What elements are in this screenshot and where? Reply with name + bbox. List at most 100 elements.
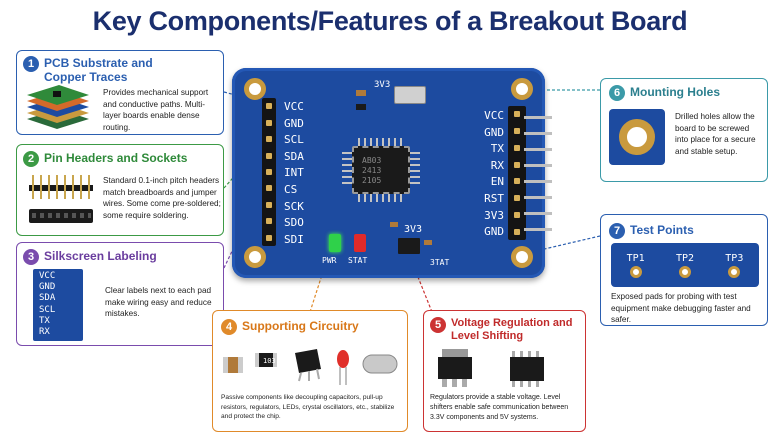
top-silk-label: 3V3 [374, 80, 391, 90]
pin-label: 3V3 [484, 208, 504, 222]
smd-component [356, 104, 366, 110]
pin-label: INT [284, 166, 304, 180]
chip-marking-line: AB03 [362, 156, 382, 165]
voltage-regulator [398, 238, 420, 254]
pin-label: SDA [284, 149, 304, 163]
silkscreen-label: GND [39, 282, 56, 293]
mounting-hole [244, 246, 266, 268]
test-point-pad [629, 265, 642, 278]
callout-title: Pin Headers and Sockets [44, 151, 188, 165]
pin-label: SCK [284, 199, 304, 213]
header-pin [524, 196, 552, 199]
header-pin [524, 212, 552, 215]
component-images [223, 349, 398, 385]
callout-number: 3 [23, 249, 39, 265]
test-points-image: TP1 TP2 TP3 [611, 243, 759, 287]
pin-label: RX [490, 158, 504, 172]
callout-number: 6 [609, 85, 625, 101]
callout-pin-headers: 2 Pin Headers and Sockets Standard 0.1-i… [16, 144, 224, 236]
callout-title: Silkscreen Labeling [44, 249, 157, 263]
test-point-label: TP2 [675, 252, 695, 264]
callout-description: Standard 0.1-inch pitch headers match br… [103, 176, 221, 220]
test-point-label: TP3 [725, 252, 744, 264]
callout-description: Exposed pads for probing with test equip… [611, 292, 751, 324]
smd-component [424, 240, 432, 245]
callout-description: Clear labels next to each pad make wirin… [105, 286, 212, 318]
pin-label: SDI [284, 232, 304, 246]
right-pin-header [508, 106, 526, 240]
pin-label: VCC [484, 109, 504, 122]
mounting-hole [244, 78, 266, 100]
pin-label: EN [490, 175, 504, 189]
pin-label: SDO [284, 216, 304, 230]
callout-description: Provides mechanical support and conducti… [103, 88, 209, 132]
header-pin [524, 148, 552, 151]
test-point-label: TP1 [626, 252, 645, 264]
smd-component [390, 222, 398, 227]
pin-label: RST [484, 191, 504, 205]
callout-mounting-holes: 6 Mounting Holes Drilled holes allow the… [600, 78, 768, 182]
callout-silkscreen: 3 Silkscreen Labeling VCC GND SDA SCL TX… [16, 242, 224, 346]
callout-number: 7 [609, 223, 625, 239]
callout-number: 1 [23, 56, 39, 72]
mounting-hole [511, 246, 533, 268]
silkscreen-label: RX [39, 327, 50, 338]
silkscreen-label: VCC [39, 271, 56, 281]
status-led [354, 234, 366, 252]
pwr-label: PWR [322, 256, 337, 265]
left-pin-header [262, 98, 276, 246]
pin-label: GND [484, 225, 504, 239]
page-title: Key Components/Features of a Breakout Bo… [92, 6, 688, 36]
crystal-icon [362, 354, 398, 374]
power-led [329, 234, 341, 252]
stat-label: STAT [348, 256, 368, 265]
chip-marking-line: 2413 [362, 166, 382, 175]
callout-title: Voltage Regulation and Level Shifting [451, 317, 573, 342]
crystal-oscillator [394, 86, 426, 104]
pin-label: SCL [284, 133, 304, 147]
header-pin [524, 164, 552, 167]
header-pin [524, 132, 552, 135]
silkscreen-label: SDA [39, 293, 56, 304]
pin-label: GND [484, 125, 504, 139]
regulator-silk-label: 3V3 [404, 224, 423, 235]
resistor-icon [255, 353, 277, 367]
callout-description: Regulators provide a stable voltage. Lev… [430, 394, 569, 421]
silkscreen-sample: VCC GND SDA SCL TX RX [33, 269, 83, 341]
resistor-code: 103 [263, 357, 276, 365]
pin-label: CS [284, 182, 298, 196]
callout-description: Passive components like decoupling capac… [221, 394, 395, 420]
regulator-icon [295, 349, 321, 382]
callout-description: Drilled holes allow the board to be scre… [675, 112, 756, 156]
header-pin [524, 116, 552, 119]
pin-header-image [29, 175, 93, 223]
callout-number: 5 [430, 317, 446, 333]
chip-pins [342, 138, 420, 202]
mounting-hole [511, 78, 533, 100]
pin-label: TX [490, 142, 504, 156]
chip-marking: AB03 2413 2105 [362, 156, 381, 186]
right-pin-labels: VCC GND TX RX EN RST 3V3 GND [460, 108, 504, 241]
callout-title: PCB Substrate and Copper Traces [44, 56, 153, 84]
chip-marking-line: 2105 [362, 176, 382, 185]
header-pin [524, 228, 552, 231]
pcb-layers-image [27, 85, 89, 129]
silkscreen-label: SCL [39, 304, 56, 315]
pin-label: GND [284, 116, 304, 130]
test-point-pad [678, 265, 691, 278]
header-pin [524, 180, 552, 183]
left-pin-labels: VCC GND SCL SDA INT CS SCK SDO SDI [284, 99, 304, 248]
mounting-hole-image [609, 109, 665, 165]
callout-test-points: 7 Test Points TP1 TP2 TP3 Exposed pads f… [600, 214, 768, 326]
callout-title: Mounting Holes [630, 85, 720, 99]
led-icon [337, 350, 349, 385]
callout-pcb-substrate: 1 PCB Substrate and Copper Traces Provid… [16, 50, 224, 135]
callout-title: Test Points [630, 223, 694, 237]
main-ic-chip: AB03 2413 2105 [352, 146, 410, 194]
callout-number: 2 [23, 151, 39, 167]
test-point-pad [728, 265, 741, 278]
smd-component [356, 90, 366, 96]
callout-supporting-circuitry: 4 Supporting Circuitry 103 Passive compo… [212, 310, 408, 432]
stat2-label: 3TAT [430, 258, 450, 267]
callout-title: Supporting Circuitry [242, 319, 359, 333]
